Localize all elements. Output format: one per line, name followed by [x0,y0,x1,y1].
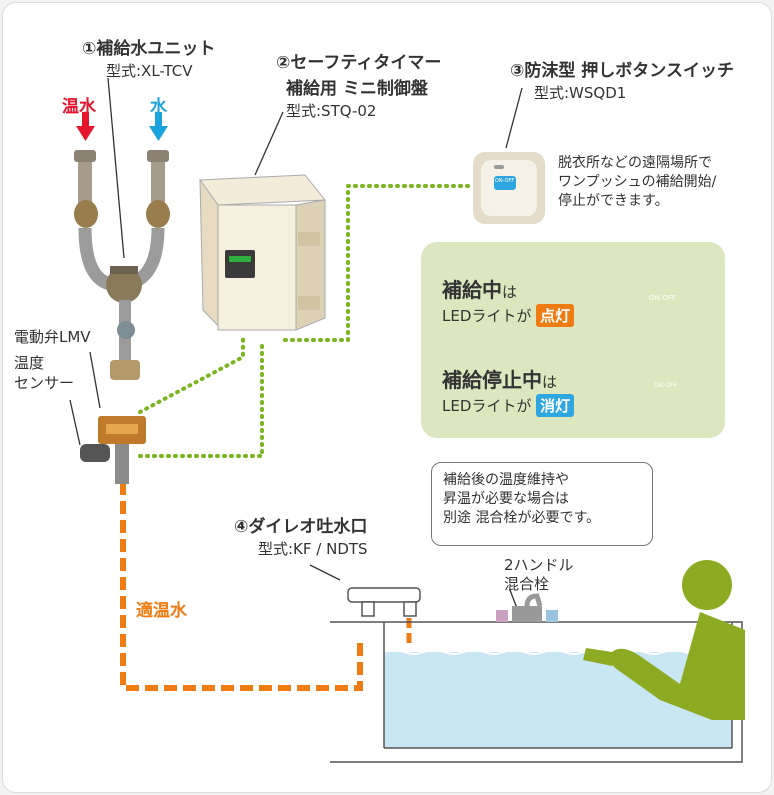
unit1-name: ①補給水ユニット [82,39,216,59]
status-on-title: 補給中 [442,278,502,302]
valve-label: 電動弁LMV [14,328,91,346]
callout-line-2: 昇温が必要な場合は [443,491,569,507]
spout-icon [347,587,421,617]
control-box-icon [199,174,327,332]
hot-water-label: 温水 [62,97,96,117]
cold-arrow-icon [149,112,168,141]
remote-switch-icon [473,152,545,224]
status-off-text-row: LEDライトが 消灯 [442,394,575,417]
mixer-callout [431,462,653,546]
unit2-model: 型式:STQ-02 [286,102,377,120]
remote-note-3: 停止ができます。 [558,193,669,209]
mixer-label-1: 2ハンドル [504,556,574,574]
water-unit-icon [74,150,170,484]
warm-water-label: 適温水 [136,601,187,621]
switch-on-label: ON-OFF [649,294,677,302]
status-on-badge: 点灯 [536,304,575,327]
sensor-label-2: センサー [14,374,75,392]
status-on-text-row: LEDライトが 点灯 [442,304,575,327]
remote-note-2: ワンプッシュの補給開始/ [558,174,717,190]
signal-wires [138,184,474,458]
unit3-model: 型式:WSQD1 [534,84,627,102]
switch-off-label: ON-OFF [654,382,678,389]
remote-switch-label: ON-OFF [495,178,515,184]
mixer-label-2: 混合栓 [504,575,550,593]
cold-water-label: 水 [150,97,167,117]
warm-water-hose [120,482,363,691]
remote-note-1: 脱衣所などの遠隔場所で [558,155,712,171]
unit4-name: ④ダイレオ吐水口 [234,517,368,537]
status-off-badge: 消灯 [536,394,575,417]
status-off-title: 補給停止中 [442,368,542,392]
status-off-title-row: 補給停止中は [442,368,558,392]
unit2-line1: ②セーフティタイマー [276,53,442,73]
unit2-line2: 補給用 ミニ制御盤 [286,79,428,99]
mixer-faucet-icon [496,593,558,622]
status-on-title-row: 補給中は [442,278,518,302]
hot-arrow-icon [76,112,95,141]
unit3-name: ③防沫型 押しボタンスイッチ [510,61,734,81]
sensor-label-1: 温度 [14,354,45,372]
unit1-model: 型式:XL-TCV [106,62,193,80]
unit4-model: 型式:KF / NDTS [258,540,368,558]
person-icon [583,560,745,720]
callout-line-3: 別途 混合栓が必要です。 [443,510,601,526]
callout-line-1: 補給後の温度維持や [443,472,569,488]
